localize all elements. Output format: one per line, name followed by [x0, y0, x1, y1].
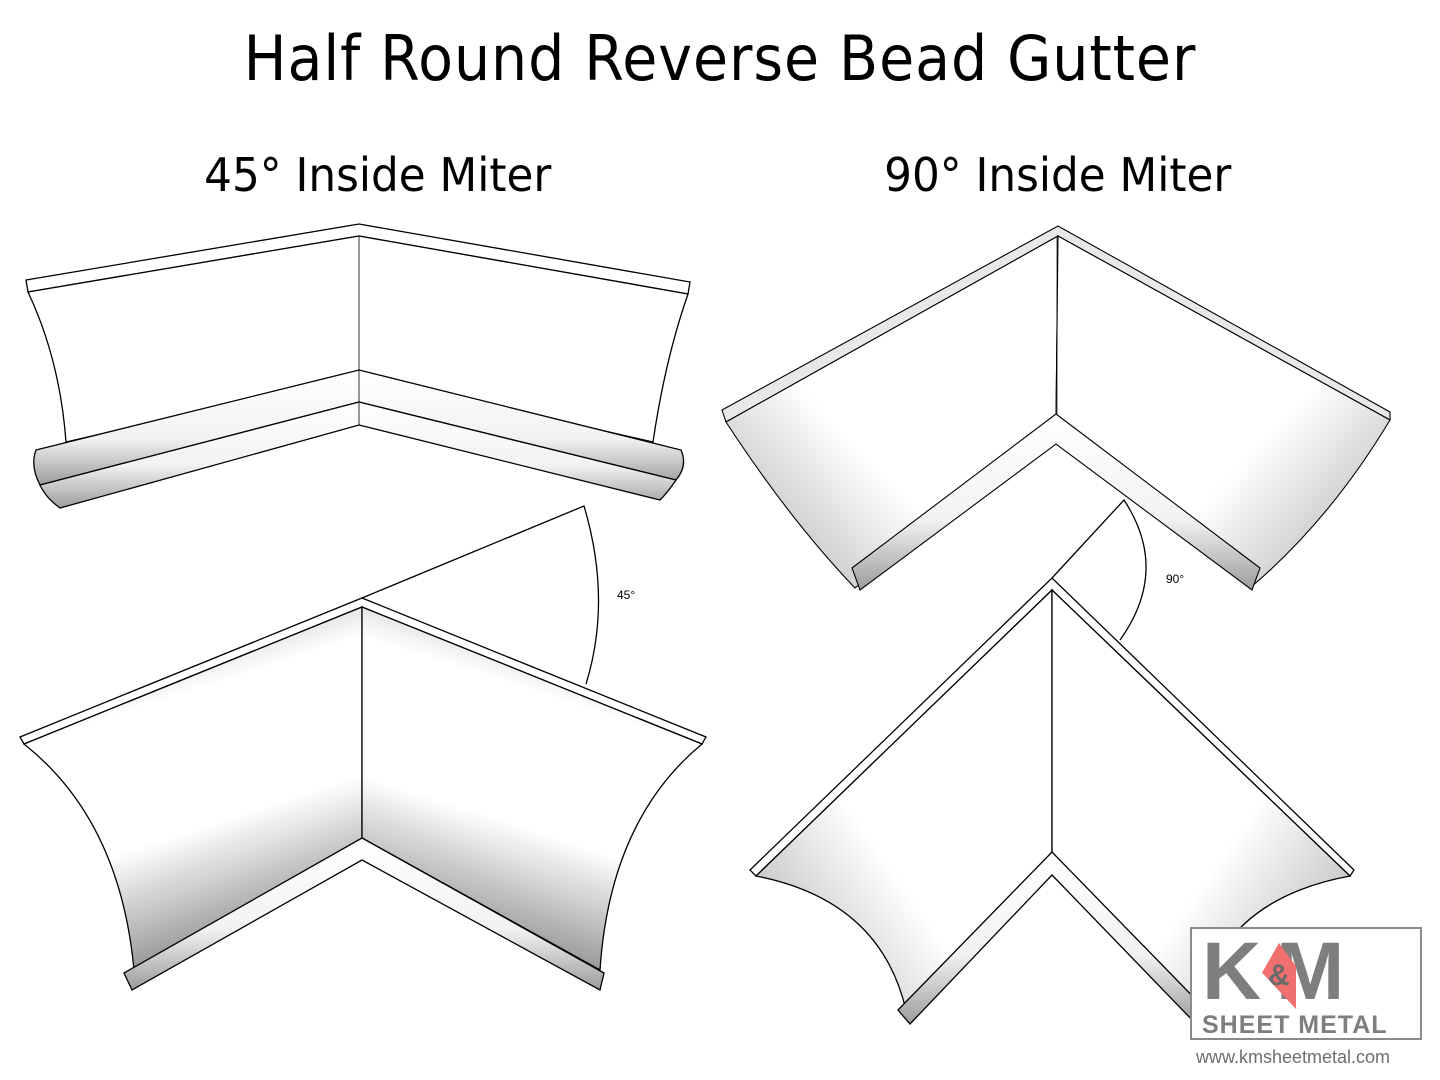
section-title-90: 90° Inside Miter	[884, 148, 1232, 202]
miter-45-plan-view: 45°	[19, 505, 707, 991]
logo-sheet-metal-text: SHEET METAL	[1202, 1011, 1388, 1039]
miter-45-front-view	[25, 223, 691, 509]
angle-label-45: 45°	[617, 588, 635, 602]
km-sheet-metal-logo: K M & SHEET METAL	[1190, 927, 1422, 1040]
section-title-45: 45° Inside Miter	[204, 148, 552, 202]
angle-label-90: 90°	[1166, 572, 1184, 586]
diagram-title: Half Round Reverse Bead Gutter	[243, 22, 1197, 95]
website-url: www.kmsheetmetal.com	[1196, 1047, 1391, 1067]
miter-90-front-view	[721, 225, 1391, 591]
miter-90-plan-view: 90°	[749, 498, 1355, 1026]
